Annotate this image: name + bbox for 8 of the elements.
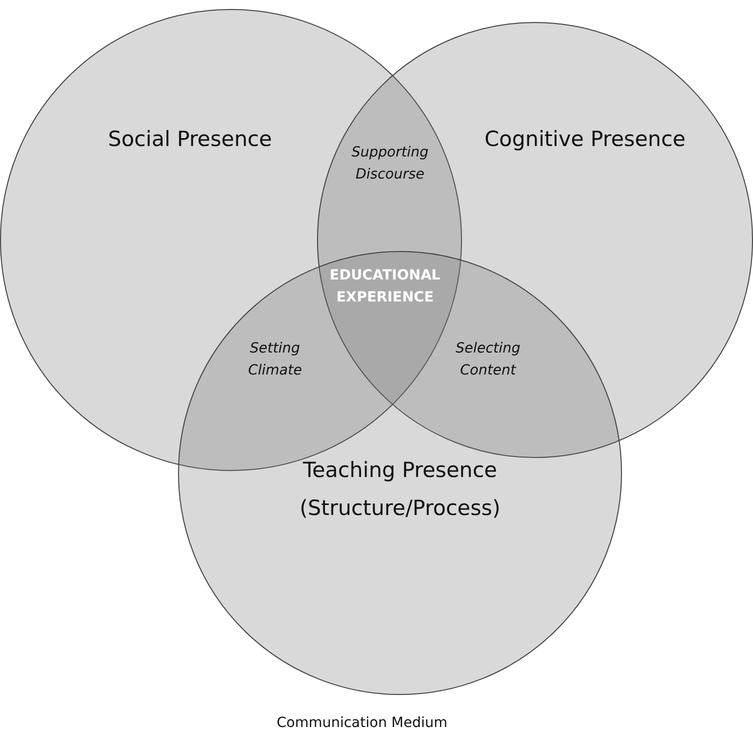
circle-title: Teaching Presence (Structure/Process) <box>298 457 502 522</box>
circle-title: Cognitive Presence <box>483 126 687 154</box>
circle-title: Social Presence <box>107 126 273 154</box>
region-label: Setting Climate <box>247 339 303 380</box>
region-label: Selecting Content <box>454 339 522 380</box>
footer-label: Communication Medium <box>276 715 448 731</box>
center-label: EDUCATIONAL EXPERIENCE <box>328 266 442 307</box>
region-label: Supporting Discourse <box>350 143 430 184</box>
